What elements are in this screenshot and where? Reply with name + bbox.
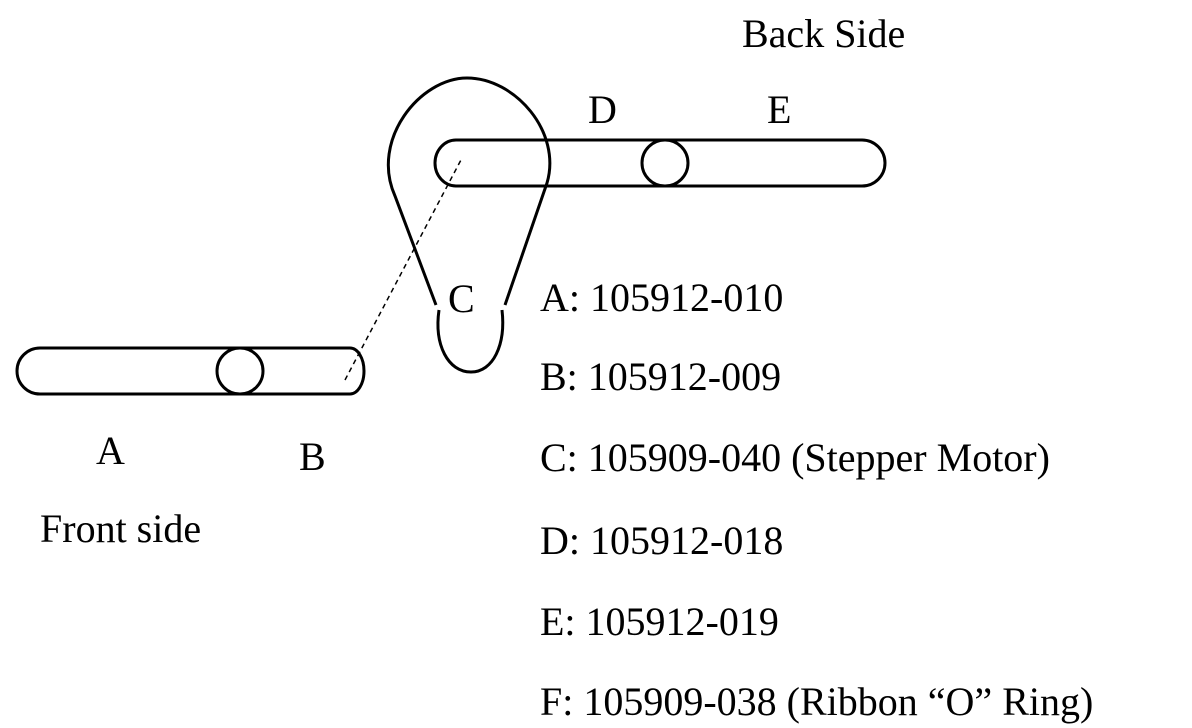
front-side-label: Front side — [40, 506, 202, 551]
back-side-label: Back Side — [742, 11, 906, 56]
motor-loop-outline — [386, 76, 552, 306]
part-label-a: A — [96, 428, 125, 473]
part-label-b: B — [299, 434, 326, 479]
back-roller-right-cap — [861, 138, 887, 188]
back-roller-left-cap — [433, 138, 457, 188]
legend-item-c: C: 105909-040 (Stepper Motor) — [540, 435, 1050, 480]
part-label-c: C — [448, 276, 475, 321]
ribbon-path-line — [344, 157, 463, 381]
front-roller-left-cap — [15, 346, 41, 396]
part-label-d: D — [588, 87, 617, 132]
legend-item-b: B: 105912-009 — [540, 354, 782, 399]
stepper-motor-loop — [386, 76, 552, 374]
legend-item-a: A: 105912-010 — [540, 275, 784, 320]
back-roller-o-ring — [640, 138, 690, 188]
legend-item-e: E: 105912-019 — [540, 599, 779, 644]
part-label-e: E — [767, 87, 792, 132]
legend-item-d: D: 105912-018 — [540, 518, 784, 563]
back-roller-assembly — [433, 138, 887, 188]
motor-pulley-cup — [436, 309, 505, 374]
front-roller-right-cap — [349, 346, 366, 396]
front-roller-assembly — [15, 346, 366, 396]
front-roller-o-ring — [215, 346, 265, 396]
legend-item-f: F: 105909-038 (Ribbon “O” Ring) — [540, 679, 1094, 724]
